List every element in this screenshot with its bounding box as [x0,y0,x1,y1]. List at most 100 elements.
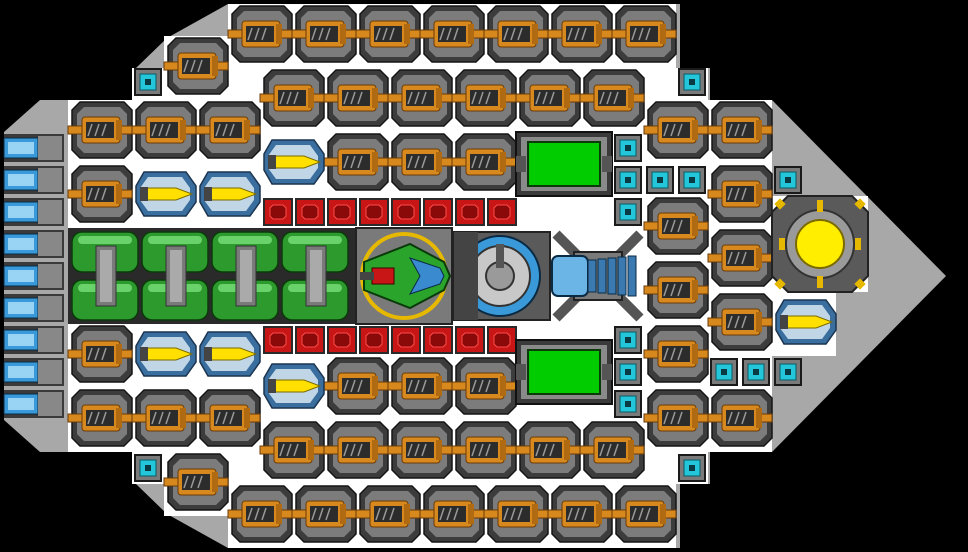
gun-turret-icon [451,357,517,415]
armor-block-icon [486,325,518,355]
gun-turret-icon [131,101,197,159]
gun-turret-icon [67,101,133,159]
gun-turret-icon [387,357,453,415]
gun-turret-icon [355,485,421,543]
gun-turret-icon [163,453,229,511]
gun-turret-icon [707,101,773,159]
armor-block-icon [326,197,358,227]
gun-turret-icon [355,5,421,63]
thruster-icon [3,325,65,355]
gun-turret-icon [515,69,581,127]
gun-turret-icon [643,389,709,447]
missile-launcher-icon [135,331,197,377]
thruster-icon [3,133,65,163]
gun-turret-icon [643,101,709,159]
armor-block-icon [262,197,294,227]
gun-turret-icon [387,69,453,127]
capacitor-icon [613,357,643,387]
armor-block-icon [294,325,326,355]
engine-icon [551,230,644,322]
reactor-icon [453,231,551,321]
green-plate-icon [515,131,613,197]
gun-turret-icon [387,421,453,479]
gun-turret-icon [483,485,549,543]
gun-turret-icon [483,5,549,63]
gun-turret-icon [707,389,773,447]
cockpit-icon [355,227,453,325]
fuel-tank-icon [68,228,356,324]
gun-turret-icon [227,5,293,63]
gun-turret-icon [323,421,389,479]
thruster-icon [3,165,65,195]
gun-turret-icon [195,101,261,159]
capacitor-icon [133,453,163,483]
gun-turret-icon [643,261,709,319]
gun-turret-icon [611,485,677,543]
gun-turret-icon [451,133,517,191]
thruster-icon [3,229,65,259]
gun-turret-icon [67,389,133,447]
gun-turret-icon [643,197,709,255]
gun-turret-icon [707,165,773,223]
missile-launcher-icon [263,139,325,185]
capacitor-icon [613,197,643,227]
armor-block-icon [262,325,294,355]
gun-turret-icon [195,389,261,447]
armor-block-icon [422,197,454,227]
gun-turret-icon [323,69,389,127]
armor-block-icon [294,197,326,227]
gun-turret-icon [67,325,133,383]
missile-launcher-icon [199,331,261,377]
capacitor-icon [677,453,707,483]
gun-turret-icon [227,485,293,543]
thruster-icon [3,293,65,323]
gun-turret-icon [547,5,613,63]
gun-turret-icon [419,5,485,63]
gun-turret-icon [643,325,709,383]
capacitor-icon [773,165,803,195]
gun-turret-icon [451,69,517,127]
missile-launcher-icon [263,363,325,409]
armor-block-icon [422,325,454,355]
gun-turret-icon [67,165,133,223]
armor-block-icon [486,197,518,227]
capacitor-icon [613,325,643,355]
capacitor-icon [709,357,739,387]
gun-turret-icon [547,485,613,543]
thruster-icon [3,357,65,387]
armor-block-icon [358,197,390,227]
armor-block-icon [454,197,486,227]
gun-turret-icon [515,421,581,479]
gun-turret-icon [323,133,389,191]
capacitor-icon [741,357,771,387]
armor-block-icon [326,325,358,355]
gun-turret-icon [323,357,389,415]
armor-block-icon [358,325,390,355]
gun-turret-icon [387,133,453,191]
gun-turret-icon [419,485,485,543]
gun-turret-icon [451,421,517,479]
gun-turret-icon [291,5,357,63]
thruster-icon [3,261,65,291]
thruster-icon [3,197,65,227]
armor-block-icon [390,325,422,355]
capacitor-icon [645,165,675,195]
shield-generator-icon [771,195,869,293]
missile-launcher-icon [135,171,197,217]
missile-launcher-icon [775,299,837,345]
gun-turret-icon [611,5,677,63]
gun-turret-icon [579,69,645,127]
armor-block-icon [454,325,486,355]
armor-block-icon [390,197,422,227]
capacitor-icon [613,133,643,163]
capacitor-icon [613,165,643,195]
thruster-icon [3,389,65,419]
green-plate-icon [515,339,613,405]
gun-turret-icon [131,389,197,447]
capacitor-icon [133,67,163,97]
gun-turret-icon [291,485,357,543]
missile-launcher-icon [199,171,261,217]
gun-turret-icon [707,293,773,351]
